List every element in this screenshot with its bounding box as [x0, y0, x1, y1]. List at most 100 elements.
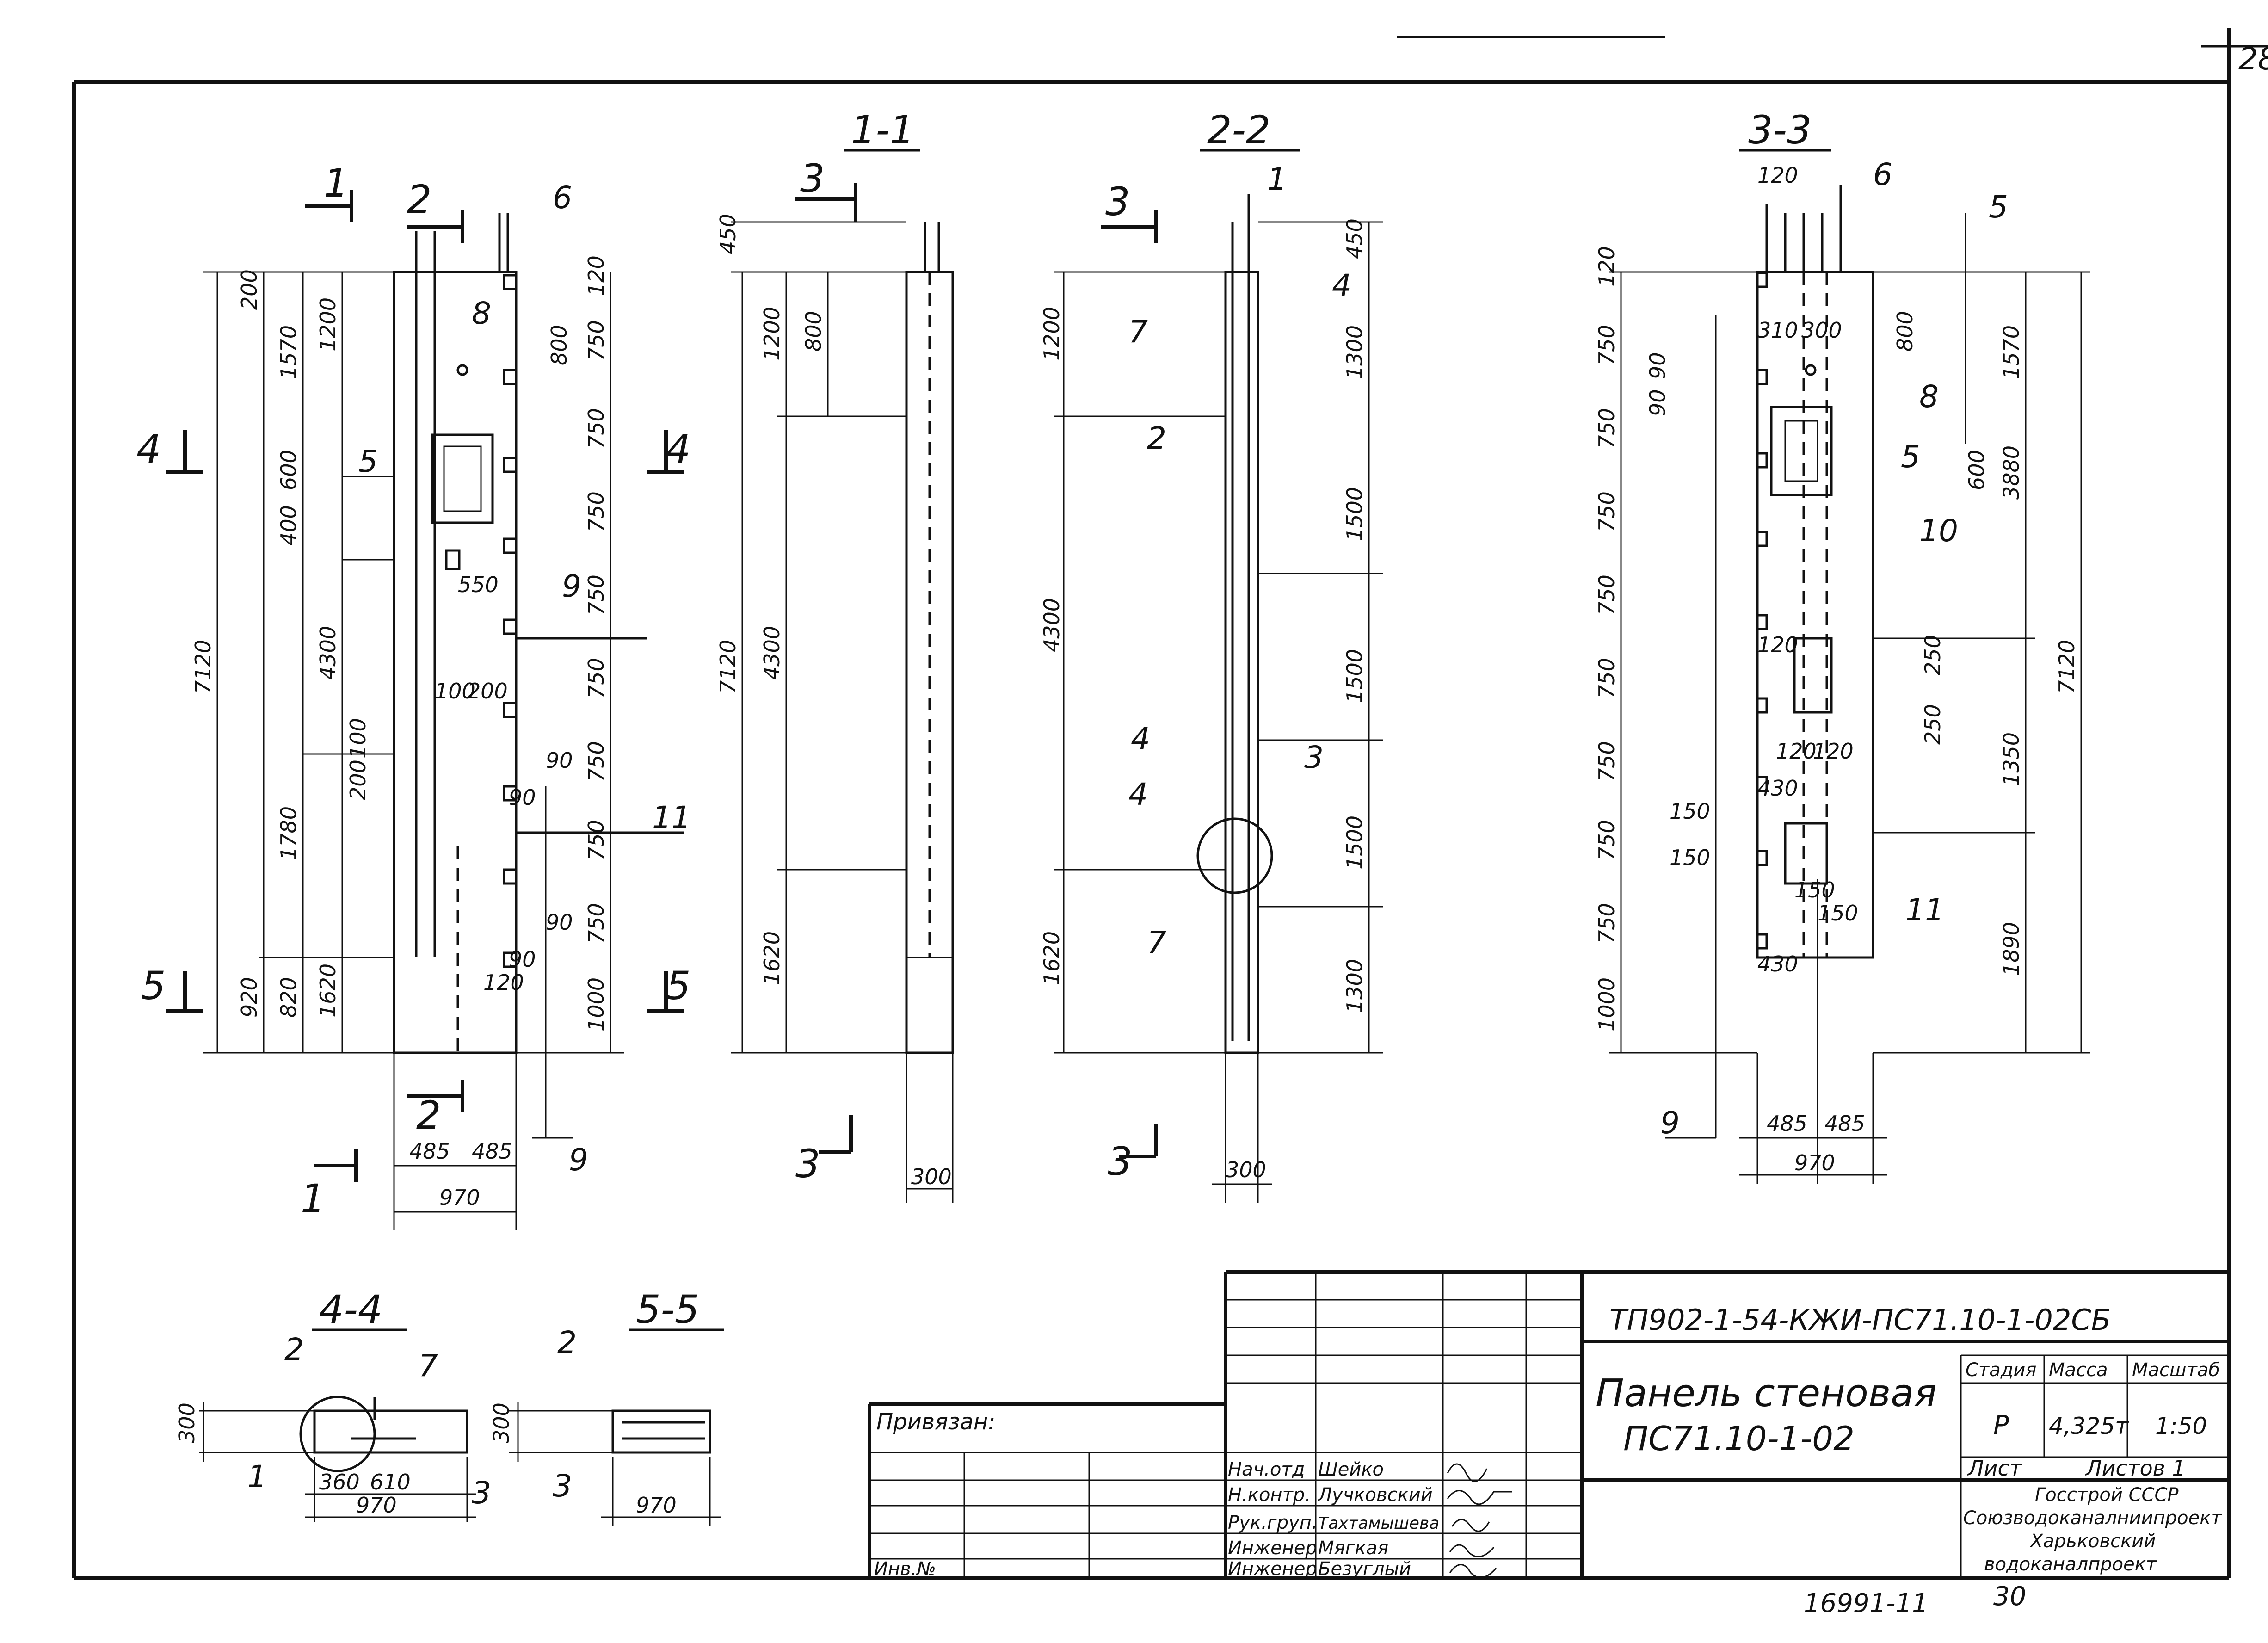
s22-dim-1620: 1620	[1039, 931, 1064, 985]
name-3: Мягкая	[1318, 1538, 1388, 1559]
s33-dim-485b: 485	[1824, 1111, 1865, 1136]
s55-callout-2: 2	[557, 1325, 577, 1360]
s33-dim-750-8: 750	[1594, 903, 1619, 944]
sheet-frame: 28	[72, 28, 2268, 1580]
dim-820: 820	[276, 977, 301, 1018]
s44-dim-360: 360	[319, 1470, 360, 1495]
s22-callout-4a: 4	[1332, 268, 1351, 303]
dim-r-750-2: 750	[584, 408, 609, 449]
s11-dim-1620: 1620	[759, 931, 784, 985]
s33-dim-150c: 150	[1794, 877, 1835, 902]
s22-dim-300: 300	[1226, 1157, 1266, 1182]
dim-920: 920	[237, 977, 262, 1018]
s22-dim-1500a: 1500	[1342, 487, 1367, 541]
dim-r-750-6: 750	[584, 741, 609, 782]
s44-dim-300: 300	[174, 1402, 199, 1443]
s22-dim-1500c: 1500	[1342, 815, 1367, 870]
s33-callout-9: 9	[1660, 1105, 1680, 1141]
s33-dim-120c: 120	[1776, 739, 1817, 764]
s22-dim-450: 450	[1342, 218, 1367, 259]
s44-dim-610: 610	[370, 1470, 411, 1495]
s55-dim-300: 300	[489, 1402, 514, 1443]
section-1-1-title: 1-1	[851, 107, 914, 153]
cut-mark-4-right: 4	[666, 426, 690, 472]
s33-dim-250a: 250	[1920, 635, 1945, 675]
mass-value: 4,325т	[2049, 1413, 2129, 1439]
dim-90a: 90	[546, 748, 573, 773]
org-line-2: Харьковский	[2029, 1531, 2156, 1552]
dim-600: 600	[276, 450, 301, 490]
role-1: Н.контр.	[1228, 1484, 1311, 1506]
name-0: Шейко	[1318, 1459, 1384, 1480]
dim-r-750-8: 750	[584, 903, 609, 944]
signature-3	[1449, 1544, 1495, 1557]
s44-callout-1: 1	[247, 1459, 267, 1495]
dim-550: 550	[458, 572, 499, 597]
s22-callout-7b: 7	[1147, 925, 1166, 960]
dim-90b: 90	[509, 785, 536, 810]
s11-dim-450: 450	[715, 214, 740, 254]
dim-485a: 485	[409, 1139, 450, 1164]
s22-callout-3: 3	[1304, 740, 1324, 775]
s11-dim-4300: 4300	[759, 626, 784, 680]
s22-callout-2: 2	[1147, 420, 1166, 456]
sheets-label: Листов 1	[2085, 1456, 2186, 1481]
s33-dim-150b: 150	[1670, 845, 1710, 870]
org-line-0: Госстрой СССР	[2035, 1484, 2179, 1506]
callout-8: 8	[472, 296, 491, 331]
cut-mark-5-left: 5	[141, 963, 166, 1008]
s22-callout-7a: 7	[1128, 314, 1148, 350]
s33-dim-1000: 1000	[1594, 977, 1619, 1032]
dim-r-750-4: 750	[584, 574, 609, 615]
attached-label: Привязан:	[876, 1409, 995, 1435]
section-3-3-title: 3-3	[1748, 107, 1812, 153]
s33-callout-10: 10	[1919, 513, 1958, 549]
s33-dim-1570: 1570	[1999, 325, 2024, 379]
role-0: Нач.отд	[1228, 1459, 1305, 1480]
dim-7120: 7120	[191, 640, 216, 694]
s22-callout-4c: 4	[1128, 777, 1148, 812]
s33-dim-90a: 90	[1645, 389, 1670, 416]
dim-200b: 200	[345, 760, 370, 800]
s33-dim-150d: 150	[1818, 901, 1858, 926]
panel-outline	[393, 271, 518, 1054]
name-2: Тахтамышева	[1318, 1514, 1439, 1533]
title-line2: ПС71.10-1-02	[1623, 1419, 1855, 1458]
s22-callout-1: 1	[1267, 161, 1287, 197]
dim-r-750-5: 750	[584, 658, 609, 698]
s33-dim-150a: 150	[1670, 799, 1710, 824]
callout-5: 5	[358, 444, 378, 479]
s33-dim-120d: 120	[1813, 739, 1854, 764]
s33-callout-6: 6	[1873, 157, 1892, 192]
s22-dim-1300b: 1300	[1342, 959, 1367, 1013]
s33-dim-310: 310	[1757, 318, 1798, 343]
col-header-scale: Масштаб	[2132, 1359, 2220, 1381]
section-2-2-cut-mark-b: 3	[1108, 1139, 1132, 1184]
s33-dim-1350: 1350	[1999, 732, 2024, 786]
s33-dim-120b: 120	[1757, 632, 1798, 657]
s22-dim-1300: 1300	[1342, 325, 1367, 379]
s33-dim-485a: 485	[1767, 1111, 1807, 1136]
s44-dim-970: 970	[356, 1493, 397, 1518]
title-block: ТП902-1-54-КЖИ-ПС71.10-1-02СБ Панель сте…	[868, 1270, 2229, 1618]
s33-dim-7120: 7120	[2054, 640, 2079, 694]
role-4: Инженер	[1228, 1558, 1317, 1580]
cut-mark-1-bottom: 1	[301, 1176, 325, 1221]
s44-callout-3: 3	[472, 1475, 491, 1511]
section-4-4: 4-4 2 7 1 3 300 360 610 970	[174, 1287, 491, 1522]
dim-90c: 90	[546, 910, 573, 935]
opening-box	[431, 433, 494, 524]
section-5-5-title: 5-5	[636, 1287, 699, 1332]
section-1-1-cut-mark: 3	[800, 156, 825, 201]
section-2-2-title: 2-2	[1207, 107, 1270, 153]
dim-1780: 1780	[276, 806, 301, 860]
s22-dim-1200: 1200	[1039, 307, 1064, 361]
cut-mark-1-top: 1	[324, 161, 348, 206]
inv-label: Инв.№	[874, 1558, 936, 1580]
dim-r-1000: 1000	[584, 977, 609, 1032]
s55-callout-3: 3	[553, 1468, 572, 1504]
cut-mark-2-top: 2	[407, 177, 431, 222]
callout-11: 11	[652, 800, 691, 835]
dim-200c: 200	[467, 679, 508, 704]
s11-dim-7120: 7120	[715, 640, 740, 694]
